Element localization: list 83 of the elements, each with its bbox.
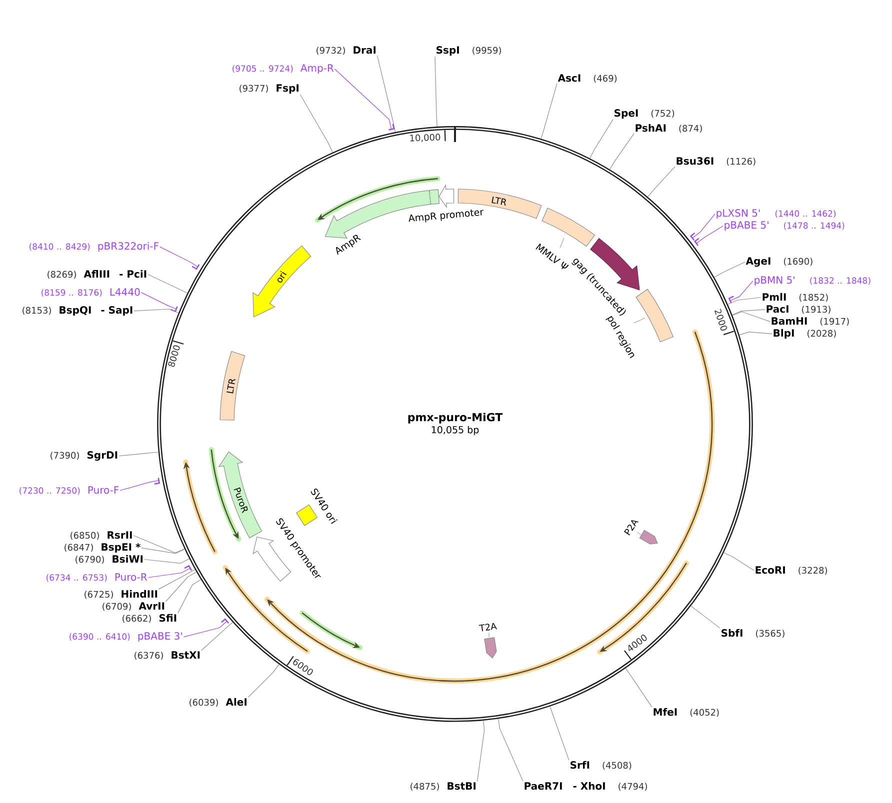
feature-box: LTR	[220, 351, 246, 420]
leader-line	[201, 622, 233, 651]
tick-label: 2000	[714, 308, 728, 331]
primer-label: pLXSN 5' (1440 .. 1462)	[716, 209, 836, 219]
site-label: SbfI (3565)	[722, 628, 784, 638]
site-label: (6790) BsiWI	[76, 554, 143, 564]
leader-line	[376, 55, 396, 132]
leader-line	[166, 572, 197, 602]
leader-line	[732, 309, 766, 316]
site-label: MfeI (4052)	[654, 708, 719, 717]
site-label: PacI (1913)	[766, 305, 830, 314]
primer-label: pBABE 5' (1478 .. 1494)	[724, 221, 844, 231]
leader-line	[158, 569, 196, 590]
site-label: (9377) FspI	[240, 84, 298, 94]
primer-label: (6734 .. 6753) Puro-R	[46, 573, 148, 582]
site-label: PshAI (874)	[636, 124, 702, 133]
leader-line	[118, 452, 159, 456]
leader-line	[609, 133, 634, 170]
site-label: BamHI (1917)	[772, 317, 849, 326]
site-label: (6850) RsrII	[70, 531, 132, 540]
feature-label: T2A	[478, 622, 497, 632]
leader-line	[148, 568, 191, 578]
leader-line	[724, 552, 754, 571]
leader-line	[690, 606, 720, 628]
leader-line	[728, 297, 762, 305]
site-label: (6847) BspEI *	[64, 543, 141, 553]
tick-label: 10,000	[410, 134, 440, 142]
leader-line	[625, 668, 652, 708]
site-label: (6039) AleI	[190, 698, 246, 707]
site-label: (8269) AflIII - PciI	[48, 270, 146, 279]
feature-block: PuroR	[218, 451, 262, 538]
site-label: Bsu36I (1126)	[676, 157, 756, 166]
tick-label: 8000	[168, 345, 180, 367]
primer-label: (9705 .. 9724) Amp-R	[232, 64, 334, 74]
leader-line	[730, 280, 754, 302]
site-label: SpeI (752)	[614, 109, 674, 119]
leader-line	[732, 311, 770, 322]
leader-line	[692, 214, 716, 238]
leader-line	[144, 558, 190, 564]
leader-line	[160, 246, 198, 268]
leader-line	[334, 68, 392, 130]
site-label: (6662) SfiI	[122, 614, 176, 623]
leader-line	[120, 480, 160, 491]
leader-line	[178, 579, 202, 614]
leader-line	[133, 535, 185, 554]
leader-line	[498, 718, 524, 782]
site-label: BlpI (2028)	[774, 328, 836, 339]
site-label: (8153) BspQI - SapI	[22, 306, 132, 316]
leader-line	[696, 226, 724, 244]
primer-label: (7230 .. 7250) Puro-F	[20, 486, 119, 495]
primer-label: (8159 .. 8176) L4440	[42, 288, 140, 297]
site-label: (4875) BstBI	[410, 782, 476, 791]
leader-line	[590, 119, 614, 159]
site-label: AscI (469)	[558, 74, 617, 83]
feature-block: ori	[252, 246, 312, 318]
leader-line	[148, 274, 188, 294]
site-label: (6376) BstXI	[134, 651, 200, 660]
primer-label: (8410 .. 8429) pBR322ori-F	[30, 242, 158, 252]
leader-line	[141, 548, 185, 554]
leader-line	[434, 56, 438, 127]
leader-line	[647, 166, 676, 198]
leader-line	[739, 332, 772, 336]
site-label: AgeI (1690)	[746, 257, 812, 267]
leader-line	[476, 720, 485, 782]
leader-line	[183, 620, 228, 638]
site-label: SspI (9959)	[436, 46, 501, 56]
site-label: PmlI (1852)	[762, 292, 828, 302]
site-label: (7390) SgrDI	[50, 451, 118, 461]
leader-line	[550, 706, 570, 760]
site-label: (9732) DraI	[316, 46, 376, 55]
site-label: PaeR7I - XhoI (4794)	[524, 782, 647, 791]
primer-label: (6390 .. 6410) pBABE 3'	[70, 632, 182, 642]
leader-line	[134, 308, 179, 314]
leader-line	[714, 262, 746, 278]
leader-line	[140, 292, 177, 310]
site-label: SrfI (4508)	[570, 760, 632, 770]
leader-line	[300, 94, 333, 153]
site-label: (6725) HindIII	[84, 590, 158, 599]
site-label: (6709) AvrII	[102, 602, 164, 611]
primer-label: pBMN 5' (1832 .. 1848)	[754, 276, 870, 286]
leader-line	[540, 83, 558, 139]
leader-line	[248, 664, 280, 698]
site-label: EcoRI (3228)	[756, 566, 827, 575]
